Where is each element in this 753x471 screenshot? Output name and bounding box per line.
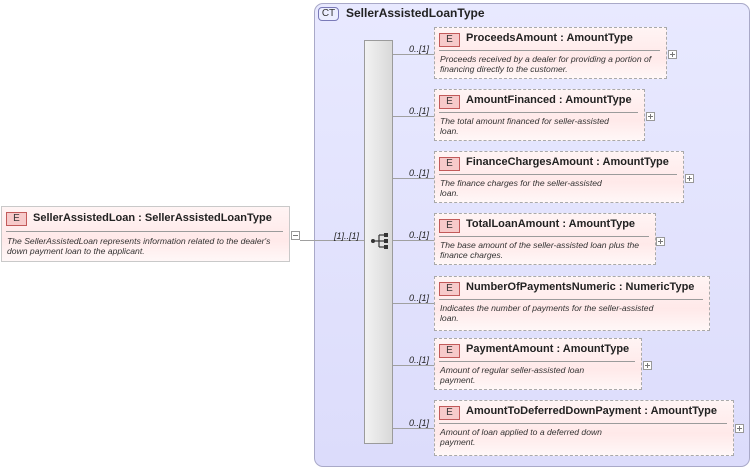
element-badge: E (439, 282, 460, 296)
connector-line (393, 303, 434, 304)
child-element-amount-to-deferred-down-payment[interactable]: E AmountToDeferredDownPayment : AmountTy… (434, 400, 734, 456)
element-badge: E (439, 344, 460, 358)
root-element-doc: The SellerAssistedLoan represents inform… (7, 236, 271, 256)
collapse-icon[interactable] (291, 231, 300, 240)
connector-line (393, 240, 434, 241)
complex-type-badge: CT (318, 7, 339, 21)
connector-line (393, 54, 434, 55)
separator (439, 174, 677, 175)
element-doc: Amount of loan applied to a deferred dow… (440, 427, 602, 447)
element-doc: Amount of regular seller-assisted loan p… (440, 365, 585, 385)
connector-line (393, 365, 434, 366)
element-badge: E (6, 212, 27, 226)
child-element-amount-financed[interactable]: E AmountFinanced : AmountType The total … (434, 89, 645, 141)
element-title: AmountToDeferredDownPayment : AmountType (466, 405, 717, 417)
element-title: AmountFinanced : AmountType (466, 94, 632, 106)
element-title: TotalLoanAmount : AmountType (466, 218, 636, 230)
element-title: ProceedsAmount : AmountType (466, 32, 633, 44)
expand-icon[interactable] (646, 112, 655, 121)
expand-icon[interactable] (685, 174, 694, 183)
element-badge: E (439, 406, 460, 420)
child-element-finance-charges-amount[interactable]: E FinanceChargesAmount : AmountType The … (434, 151, 684, 203)
separator (6, 231, 283, 232)
child-element-payment-amount[interactable]: E PaymentAmount : AmountType Amount of r… (434, 338, 642, 390)
element-badge: E (439, 157, 460, 171)
element-doc: Proceeds received by a dealer for provid… (440, 54, 652, 74)
element-doc: The total amount financed for seller-ass… (440, 116, 609, 136)
child-cardinality: 0..[1] (409, 418, 430, 428)
child-element-number-of-payments-numeric[interactable]: E NumberOfPaymentsNumeric : NumericType … (434, 276, 710, 331)
element-badge: E (439, 33, 460, 47)
separator (439, 112, 638, 113)
connector-line (393, 116, 434, 117)
element-title: NumberOfPaymentsNumeric : NumericType (466, 281, 695, 293)
element-doc: The finance charges for the seller-assis… (440, 178, 602, 198)
root-element-title: SellerAssistedLoan : SellerAssistedLoanT… (33, 212, 272, 224)
expand-icon[interactable] (668, 50, 677, 59)
sequence-icon (371, 233, 388, 249)
separator (439, 236, 649, 237)
root-element[interactable]: E SellerAssistedLoan : SellerAssistedLoa… (1, 206, 290, 262)
separator (439, 50, 660, 51)
element-badge: E (439, 95, 460, 109)
child-cardinality: 0..[1] (409, 168, 430, 178)
expand-icon[interactable] (735, 424, 744, 433)
root-cardinality: [1]..[1] (334, 231, 360, 241)
child-element-proceeds-amount[interactable]: E ProceedsAmount : AmountType Proceeds r… (434, 27, 667, 79)
connector-line (393, 428, 434, 429)
expand-icon[interactable] (643, 361, 652, 370)
separator (439, 423, 727, 424)
connector-line (393, 178, 434, 179)
element-badge: E (439, 219, 460, 233)
separator (439, 299, 703, 300)
separator (439, 361, 635, 362)
element-title: FinanceChargesAmount : AmountType (466, 156, 669, 168)
element-doc: Indicates the number of payments for the… (440, 303, 654, 323)
child-cardinality: 0..[1] (409, 230, 430, 240)
element-doc: The base amount of the seller-assisted l… (440, 240, 640, 260)
child-cardinality: 0..[1] (409, 44, 430, 54)
child-cardinality: 0..[1] (409, 293, 430, 303)
child-element-total-loan-amount[interactable]: E TotalLoanAmount : AmountType The base … (434, 213, 656, 265)
connector-line (300, 240, 364, 241)
expand-icon[interactable] (656, 237, 665, 246)
child-cardinality: 0..[1] (409, 106, 430, 116)
complex-type-name: SellerAssistedLoanType (346, 6, 485, 20)
element-title: PaymentAmount : AmountType (466, 343, 630, 355)
child-cardinality: 0..[1] (409, 355, 430, 365)
